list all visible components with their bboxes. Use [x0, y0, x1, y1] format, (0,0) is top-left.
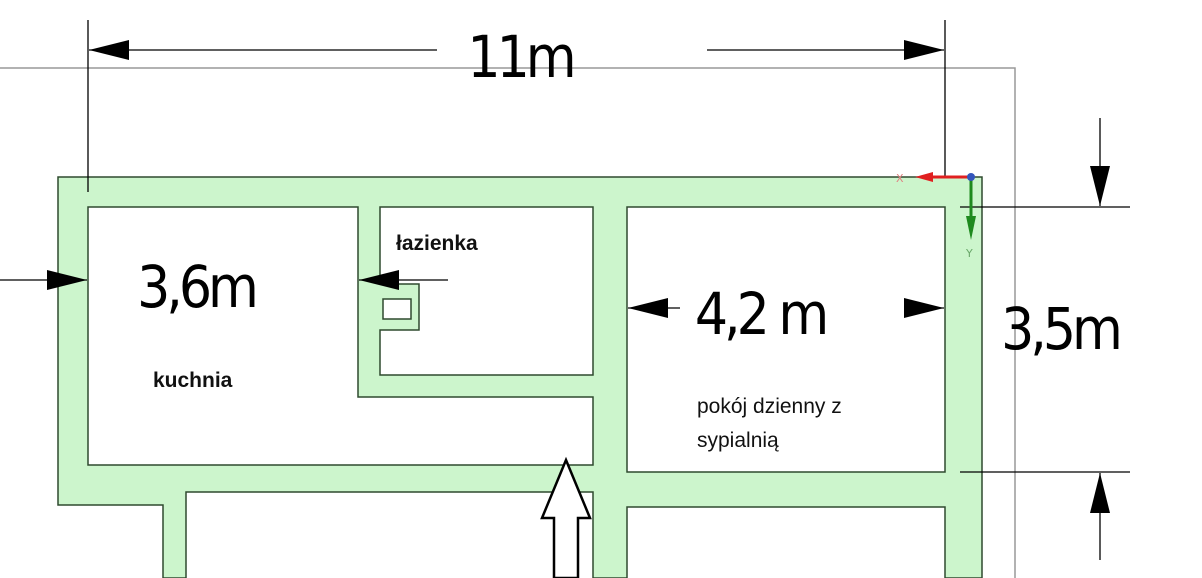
label-living-line2: sypialnią	[697, 429, 779, 452]
dimension-width	[87, 20, 946, 192]
room-bottom-right	[626, 506, 946, 578]
room-living	[626, 206, 946, 473]
entrance-arrow-icon	[540, 456, 592, 578]
dimension-height-label: 3,5m	[1001, 295, 1119, 363]
room-kitchen	[87, 206, 594, 466]
y-axis-label: Y	[965, 247, 973, 260]
label-kitchen: kuchnia	[153, 369, 233, 392]
dimension-living-label: 4,2 m	[695, 280, 826, 348]
label-living-line1: pokój dzienny z	[697, 395, 842, 418]
room-bottom-left	[185, 491, 594, 578]
frame-line	[0, 67, 1016, 578]
axis-gizmo: X Y	[896, 172, 976, 260]
x-axis-label: X	[896, 172, 904, 185]
bathroom-window	[382, 298, 412, 320]
dimension-height	[960, 118, 1130, 560]
dimension-width-label: 11m	[467, 23, 572, 91]
dimension-kitchen-label: 3,6m	[137, 253, 255, 321]
label-bathroom: łazienka	[396, 232, 478, 255]
